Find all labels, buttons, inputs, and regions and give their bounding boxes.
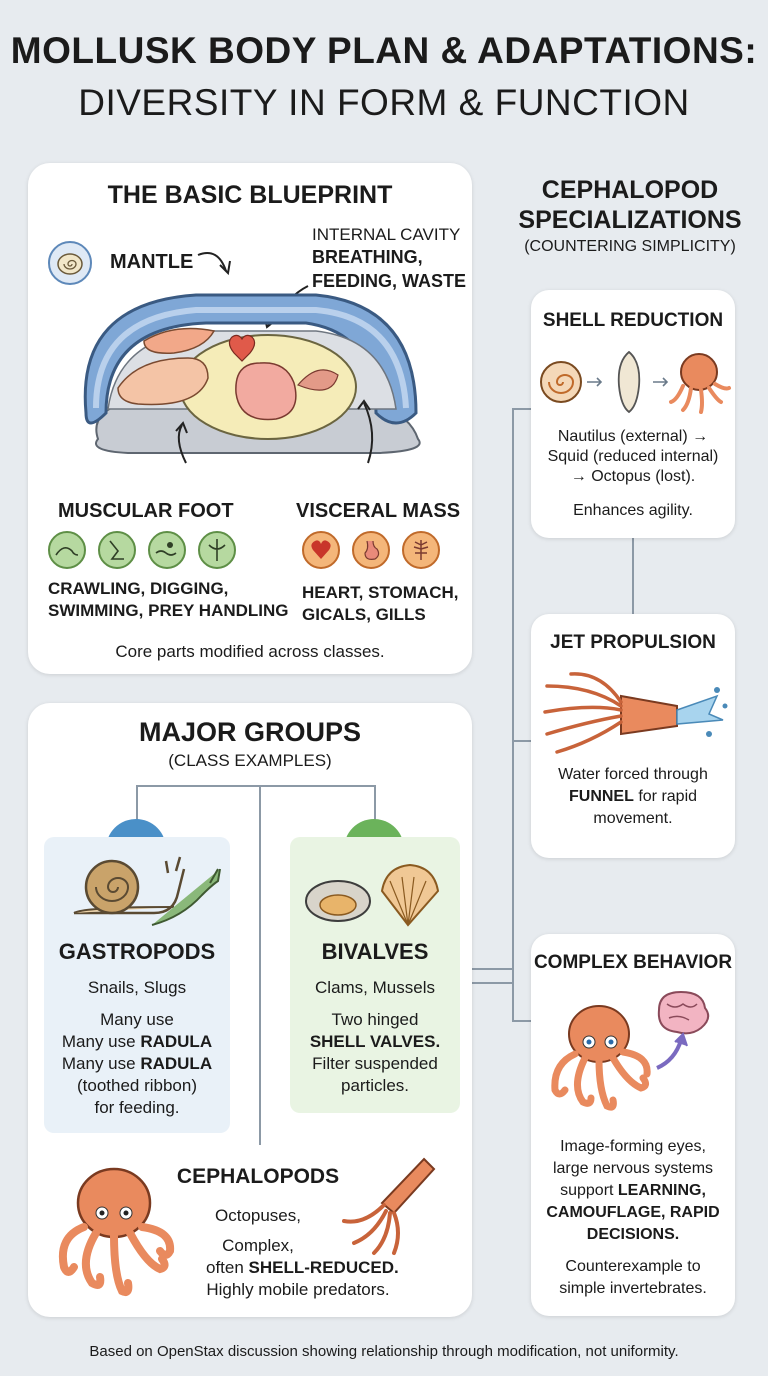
clam-scallop-icon bbox=[305, 863, 440, 927]
gastropods-line4: (toothed ribbon) bbox=[76, 1076, 198, 1095]
connector-line bbox=[472, 982, 512, 984]
jet-line1: Water forced through bbox=[558, 766, 708, 783]
bivalves-name: BIVALVES bbox=[321, 939, 429, 964]
behavior-line2: large nervous systems bbox=[552, 1160, 714, 1177]
connector-line bbox=[512, 408, 514, 1020]
cephalopods-line3-text: often bbox=[206, 1258, 249, 1277]
shell-line4: Enhances agility. bbox=[573, 502, 693, 519]
gastropods-line1: Many use bbox=[100, 1010, 174, 1029]
footer-note: Based on OpenStax discussion showing rel… bbox=[89, 1343, 679, 1360]
shell-reduced-term: SHELL-REDUCED. bbox=[248, 1258, 399, 1277]
behavior-line4: CAMOUFLAGE, RAPID bbox=[546, 1204, 720, 1221]
prey-handling-icon bbox=[198, 531, 236, 569]
connector-line bbox=[512, 408, 532, 410]
bivalves-line2: SHELL VALVES. bbox=[309, 1032, 441, 1051]
shell-line1: Nautilus (external) → bbox=[557, 428, 709, 445]
funnel-term: FUNNEL bbox=[568, 788, 634, 805]
octopus-icon bbox=[59, 1167, 175, 1296]
jet-propulsion-title: JET PROPULSION bbox=[550, 632, 716, 653]
mollusk-body-diagram bbox=[83, 252, 421, 464]
connector-line bbox=[512, 740, 532, 742]
page-subtitle: DIVERSITY IN FORM & FUNCTION bbox=[78, 82, 690, 123]
foot-label: MUSCULAR FOOT bbox=[58, 500, 234, 522]
foot-desc-1: CRAWLING, DIGGING, bbox=[48, 579, 229, 598]
groups-subheading: (CLASS EXAMPLES) bbox=[168, 751, 332, 770]
cavity-desc-2: FEEDING, WASTE bbox=[312, 271, 467, 291]
crawling-icon bbox=[48, 531, 86, 569]
bivalves-line4: particles. bbox=[340, 1076, 410, 1095]
gastropods-line2: Many use RADULA bbox=[44, 1031, 230, 1053]
jet-line2: FUNNEL for rapid bbox=[531, 786, 735, 808]
shell-reduction-title: SHELL REDUCTION bbox=[542, 310, 724, 331]
cephalopods-line3: often SHELL-REDUCED. bbox=[150, 1257, 450, 1279]
gastropods-examples: Snails, Slugs bbox=[87, 978, 187, 997]
nautilus-to-octopus-icon bbox=[540, 350, 731, 414]
gastropods-name: GASTROPODS bbox=[58, 939, 216, 964]
groups-card: MAJOR GROUPS (CLASS EXAMPLES) GASTROPODS… bbox=[28, 703, 472, 1317]
radula-term: RADULA bbox=[140, 1032, 213, 1051]
gastropods-panel: GASTROPODS Snails, Slugs Many use Many u… bbox=[44, 837, 230, 1133]
blueprint-heading: THE BASIC BLUEPRINT bbox=[107, 181, 393, 209]
bivalves-examples: Clams, Mussels bbox=[315, 978, 435, 997]
jet-line3: movement. bbox=[593, 810, 673, 827]
behavior-line1: Image-forming eyes, bbox=[560, 1138, 706, 1155]
specializations-heading-2: SPECIALIZATIONS bbox=[518, 206, 742, 234]
bivalves-line1: Two hinged bbox=[331, 1010, 419, 1029]
gastropods-line5: for feeding. bbox=[94, 1098, 180, 1117]
bivalves-panel: BIVALVES Clams, Mussels Two hinged SHELL… bbox=[290, 837, 460, 1113]
jet-line2-text: for rapid bbox=[633, 788, 698, 805]
swimming-icon bbox=[148, 531, 186, 569]
connector-line bbox=[512, 1020, 532, 1022]
gastropods-line2-text: Many use bbox=[61, 1032, 141, 1051]
jet-propulsion-card: JET PROPULSION Water forced through FUNN… bbox=[531, 614, 735, 858]
octopus-brain-icon bbox=[551, 990, 710, 1111]
visceral-desc-1: HEART, STOMACH, bbox=[302, 583, 459, 602]
snail-shell-icon bbox=[48, 241, 92, 285]
connector-line bbox=[632, 538, 634, 614]
groups-heading: MAJOR GROUPS bbox=[138, 717, 362, 747]
complex-behavior-title: COMPLEX BEHAVIOR bbox=[533, 952, 733, 973]
shell-line3: → Octopus (lost). bbox=[570, 468, 696, 485]
gills-icon bbox=[402, 531, 440, 569]
tree-line bbox=[136, 785, 138, 821]
cephalopods-line1: Octopuses, bbox=[215, 1206, 301, 1225]
tree-line bbox=[259, 785, 261, 1145]
cephalopods-name: CEPHALOPODS bbox=[176, 1165, 340, 1188]
connector-line bbox=[472, 968, 512, 970]
behavior-line7: simple invertebrates. bbox=[559, 1280, 707, 1297]
behavior-line3-text: support bbox=[560, 1182, 618, 1199]
gastropods-line3: Many use RADULA bbox=[44, 1053, 230, 1075]
blueprint-caption: Core parts modified across classes. bbox=[115, 642, 385, 661]
bivalves-line3: Filter suspended bbox=[312, 1054, 438, 1073]
cephalopods-line4: Highly mobile predators. bbox=[206, 1280, 390, 1299]
squid-jet-icon bbox=[543, 672, 728, 754]
foot-desc-2: SWIMMING, PREY HANDLING bbox=[48, 601, 289, 620]
complex-behavior-card: COMPLEX BEHAVIOR Image-forming eyes, lar… bbox=[531, 934, 735, 1316]
blueprint-card: THE BASIC BLUEPRINT MANTLE INTERNAL CAVI… bbox=[28, 163, 472, 674]
specializations-heading-1: CEPHALOPOD bbox=[541, 176, 719, 204]
behavior-line3: support LEARNING, bbox=[531, 1180, 735, 1202]
behavior-line6: Counterexample to bbox=[565, 1258, 701, 1275]
gastropods-line3-text: Many use bbox=[61, 1054, 141, 1073]
cephalopods-line2: Complex, bbox=[222, 1236, 294, 1255]
specializations-subheading: (COUNTERING SIMPLICITY) bbox=[524, 238, 736, 255]
digging-icon bbox=[98, 531, 136, 569]
cavity-desc-1: BREATHING, bbox=[312, 247, 423, 267]
page-title: MOLLUSK BODY PLAN & ADAPTATIONS: bbox=[10, 30, 758, 71]
mantle-label: MANTLE bbox=[110, 251, 194, 273]
learning-term: LEARNING, bbox=[617, 1182, 706, 1199]
visceral-desc-2: GICALS, GILLS bbox=[302, 605, 426, 624]
visceral-label: VISCERAL MASS bbox=[296, 500, 461, 522]
shell-reduction-card: SHELL REDUCTION Nautilus (external) → Sq… bbox=[531, 290, 735, 538]
behavior-line5: DECISIONS. bbox=[586, 1226, 680, 1243]
shell-line2: Squid (reduced internal) bbox=[547, 448, 719, 465]
squid-icon bbox=[342, 1157, 436, 1255]
tree-line bbox=[374, 785, 376, 821]
stomach-icon bbox=[352, 531, 390, 569]
snail-slug-icon bbox=[73, 856, 221, 926]
radula-term: RADULA bbox=[140, 1054, 213, 1073]
heart-icon bbox=[302, 531, 340, 569]
cavity-label: INTERNAL CAVITY bbox=[312, 225, 461, 244]
tree-line bbox=[136, 785, 376, 787]
